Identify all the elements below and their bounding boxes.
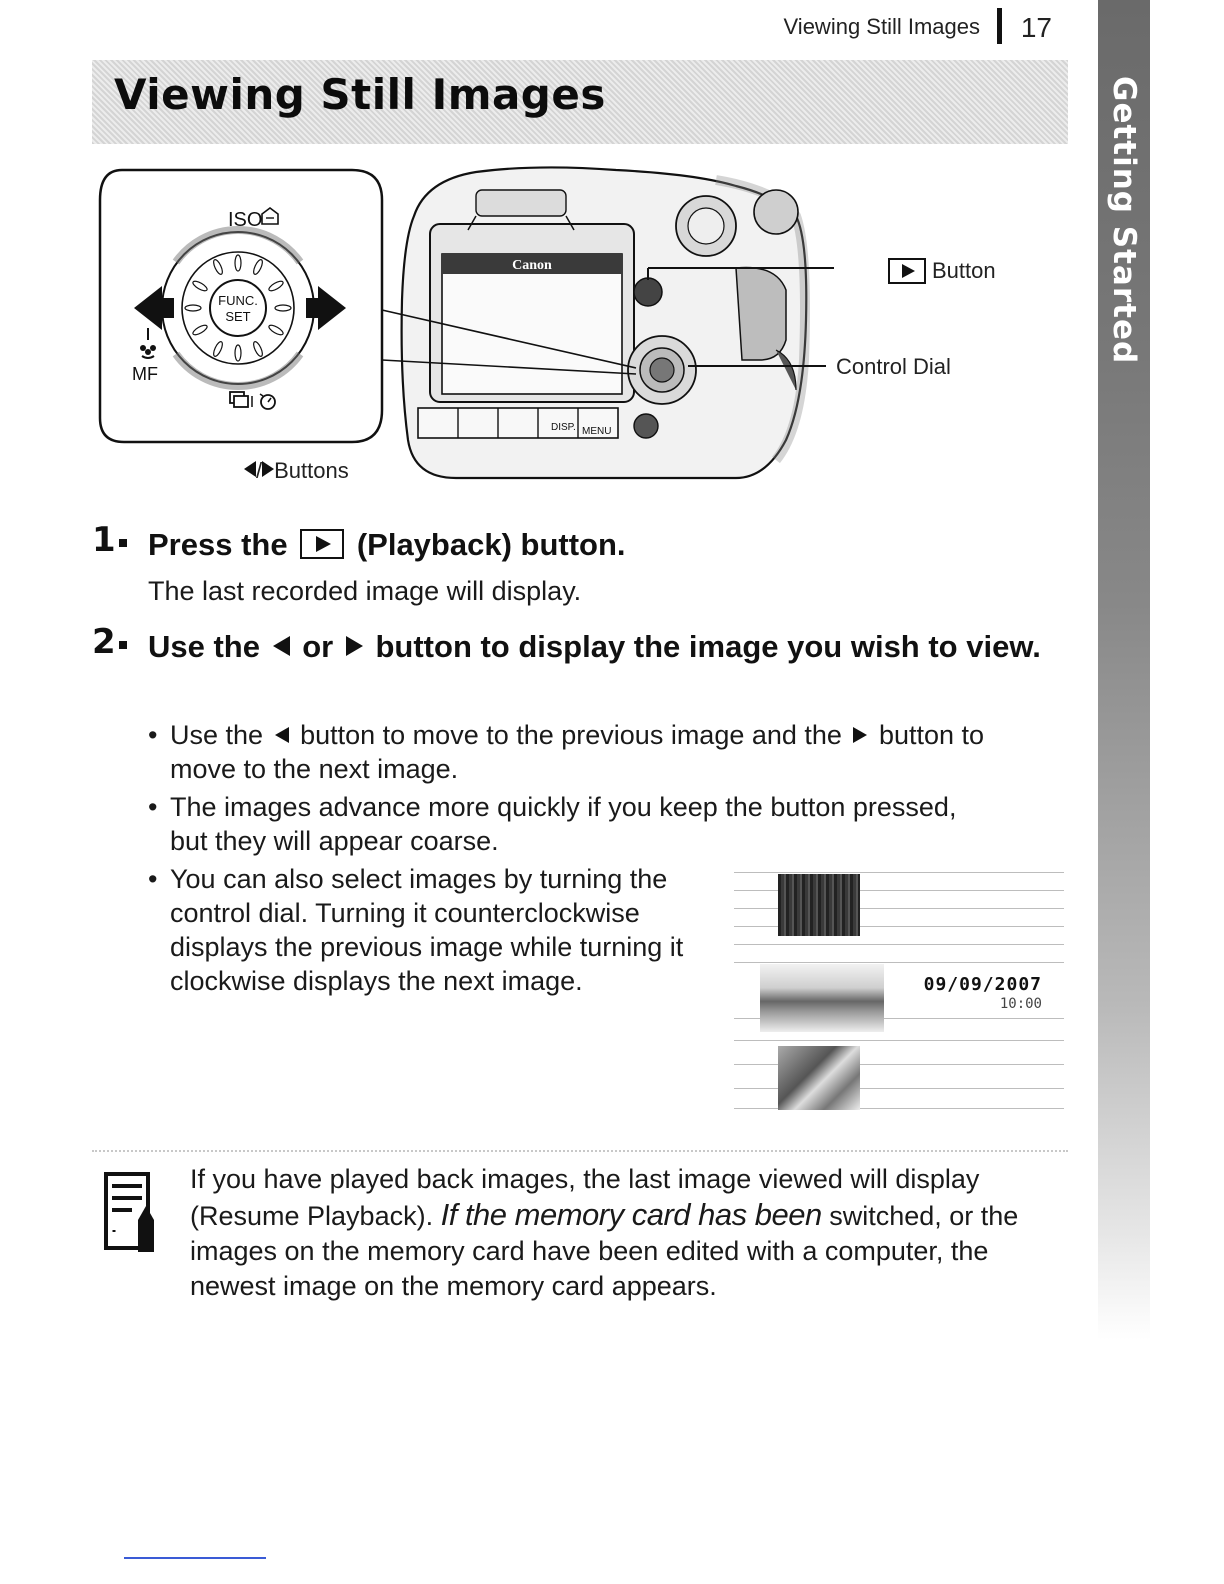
disp-button-label: DISP. bbox=[551, 422, 576, 433]
bullet-item: You can also select images by turning th… bbox=[148, 862, 700, 998]
left-arrow-small-icon bbox=[244, 461, 256, 477]
previous-image-thumbnail bbox=[778, 874, 860, 936]
func-label: FUNC. bbox=[218, 293, 258, 308]
camera-figure: ISO FUNC. SET bbox=[96, 160, 996, 500]
playback-screen-illustration: 09/09/2007 10:00 bbox=[734, 868, 1064, 1112]
step-heading: Press the (Playback) button. bbox=[148, 527, 626, 562]
playback-icon bbox=[888, 258, 926, 284]
self-timer-icon bbox=[259, 393, 276, 410]
running-header-bar bbox=[997, 8, 1002, 44]
image-date: 09/09/2007 bbox=[923, 974, 1042, 995]
section-title-band: Viewing Still Images bbox=[92, 60, 1068, 144]
current-image-thumbnail bbox=[760, 964, 884, 1032]
macro-flower-icon bbox=[140, 345, 156, 359]
section-title: Viewing Still Images bbox=[114, 70, 606, 119]
step-body: The last recorded image will display. bbox=[148, 576, 582, 606]
footer-rule bbox=[124, 1557, 266, 1559]
right-arrow-small-icon bbox=[262, 461, 275, 477]
note-separator bbox=[92, 1150, 1068, 1152]
control-dial-label: Control Dial bbox=[836, 354, 951, 379]
step-2: 2 Use the or button to display the image… bbox=[92, 622, 1072, 1122]
zoom-line-lower bbox=[381, 359, 637, 375]
right-arrow-icon bbox=[345, 636, 363, 656]
right-arrow-icon[interactable] bbox=[306, 286, 346, 330]
note-text: If you have played back images, the last… bbox=[190, 1164, 1019, 1301]
iso-label: ISO bbox=[228, 209, 262, 231]
left-arrow-icon bbox=[274, 727, 289, 743]
menu-button-label: MENU bbox=[582, 426, 611, 437]
side-tab-label: Getting Started bbox=[1106, 76, 1142, 365]
func-set-button[interactable] bbox=[209, 279, 267, 337]
running-title: Viewing Still Images bbox=[783, 14, 980, 39]
camera-illustration: ISO FUNC. SET bbox=[98, 166, 834, 480]
right-arrow-icon bbox=[853, 727, 868, 743]
drive-mode-icon bbox=[229, 391, 253, 408]
camera-body: Canon DISP. MENU bbox=[400, 166, 810, 480]
step-number: 1 bbox=[92, 520, 127, 560]
playback-button-label: Button bbox=[888, 258, 996, 284]
image-time: 10:00 bbox=[999, 996, 1042, 1012]
mf-label: MF bbox=[132, 364, 158, 384]
bullet-item: Use the button to move to the previous i… bbox=[148, 718, 1008, 786]
camera-brand: Canon bbox=[512, 258, 552, 273]
next-image-thumbnail bbox=[778, 1046, 860, 1110]
left-right-buttons-label: /Buttons bbox=[244, 458, 349, 484]
step-1: 1 Press the (Playback) button. The last … bbox=[92, 520, 1072, 610]
bullet-item: The images advance more quickly if you k… bbox=[148, 790, 970, 858]
page-number: 17 bbox=[1020, 12, 1052, 43]
iso-icon bbox=[261, 207, 279, 225]
step-number: 2 bbox=[92, 622, 127, 662]
set-label: SET bbox=[225, 309, 250, 324]
running-header: Viewing Still Images 17 bbox=[700, 8, 1060, 44]
dial-notches bbox=[184, 254, 292, 362]
zoom-line-upper bbox=[381, 309, 637, 369]
note-memo-icon bbox=[104, 1172, 154, 1252]
left-arrow-icon[interactable] bbox=[134, 286, 174, 330]
playback-icon bbox=[300, 529, 345, 559]
side-tab[interactable]: Getting Started bbox=[1098, 0, 1150, 1340]
left-arrow-icon bbox=[272, 636, 290, 656]
step-bullets: Use the button to move to the previous i… bbox=[148, 718, 1008, 1002]
step-heading: Use the or button to display the image y… bbox=[148, 629, 1041, 664]
